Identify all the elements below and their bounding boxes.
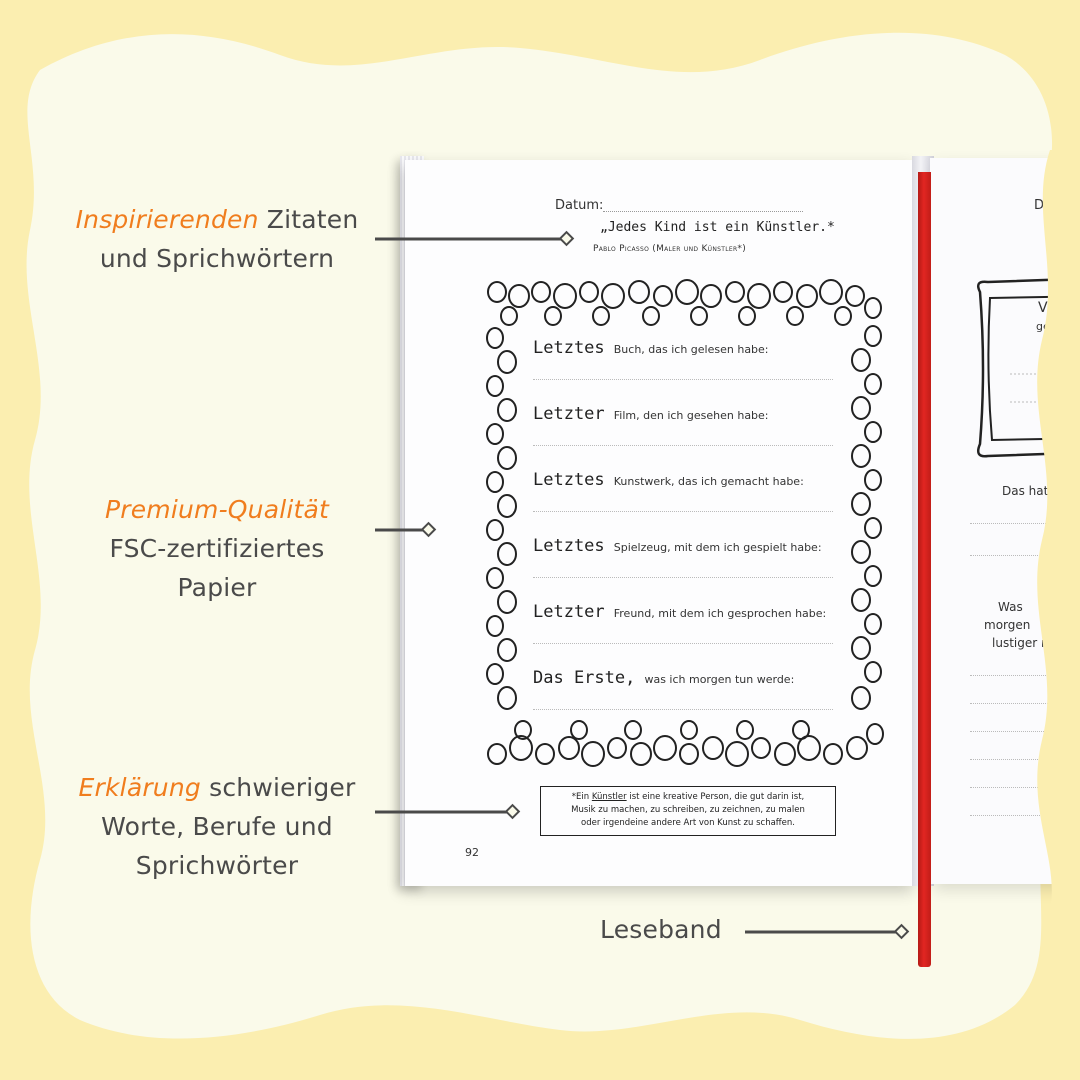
callout-quotes: Inspirierenden Zitaten und Sprichwörtern — [62, 200, 372, 278]
callout-highlight: Premium-Qualität — [104, 495, 330, 524]
callout-text: schwieriger — [200, 773, 356, 802]
callout-highlight: Erklärung — [78, 773, 201, 802]
callout-highlight: Inspirierenden — [75, 205, 259, 234]
callout-explain: Erklärung schwieriger Worte, Berufe und … — [62, 768, 372, 885]
callout-line2: Worte, Berufe und — [101, 812, 333, 841]
callout-line3: Papier — [177, 573, 257, 602]
callout-line3: Sprichwörter — [135, 851, 299, 880]
callout-ribbon-label: Leseband — [600, 915, 722, 944]
callout-ribbon: Leseband — [600, 910, 722, 949]
callout-line2: FSC-zertifiziertes — [109, 534, 325, 563]
callout-text: Zitaten — [258, 205, 359, 234]
callout-line2: und Sprichwörtern — [99, 244, 335, 273]
callout-quality: Premium-Qualität FSC-zertifiziertes Papi… — [62, 490, 372, 607]
